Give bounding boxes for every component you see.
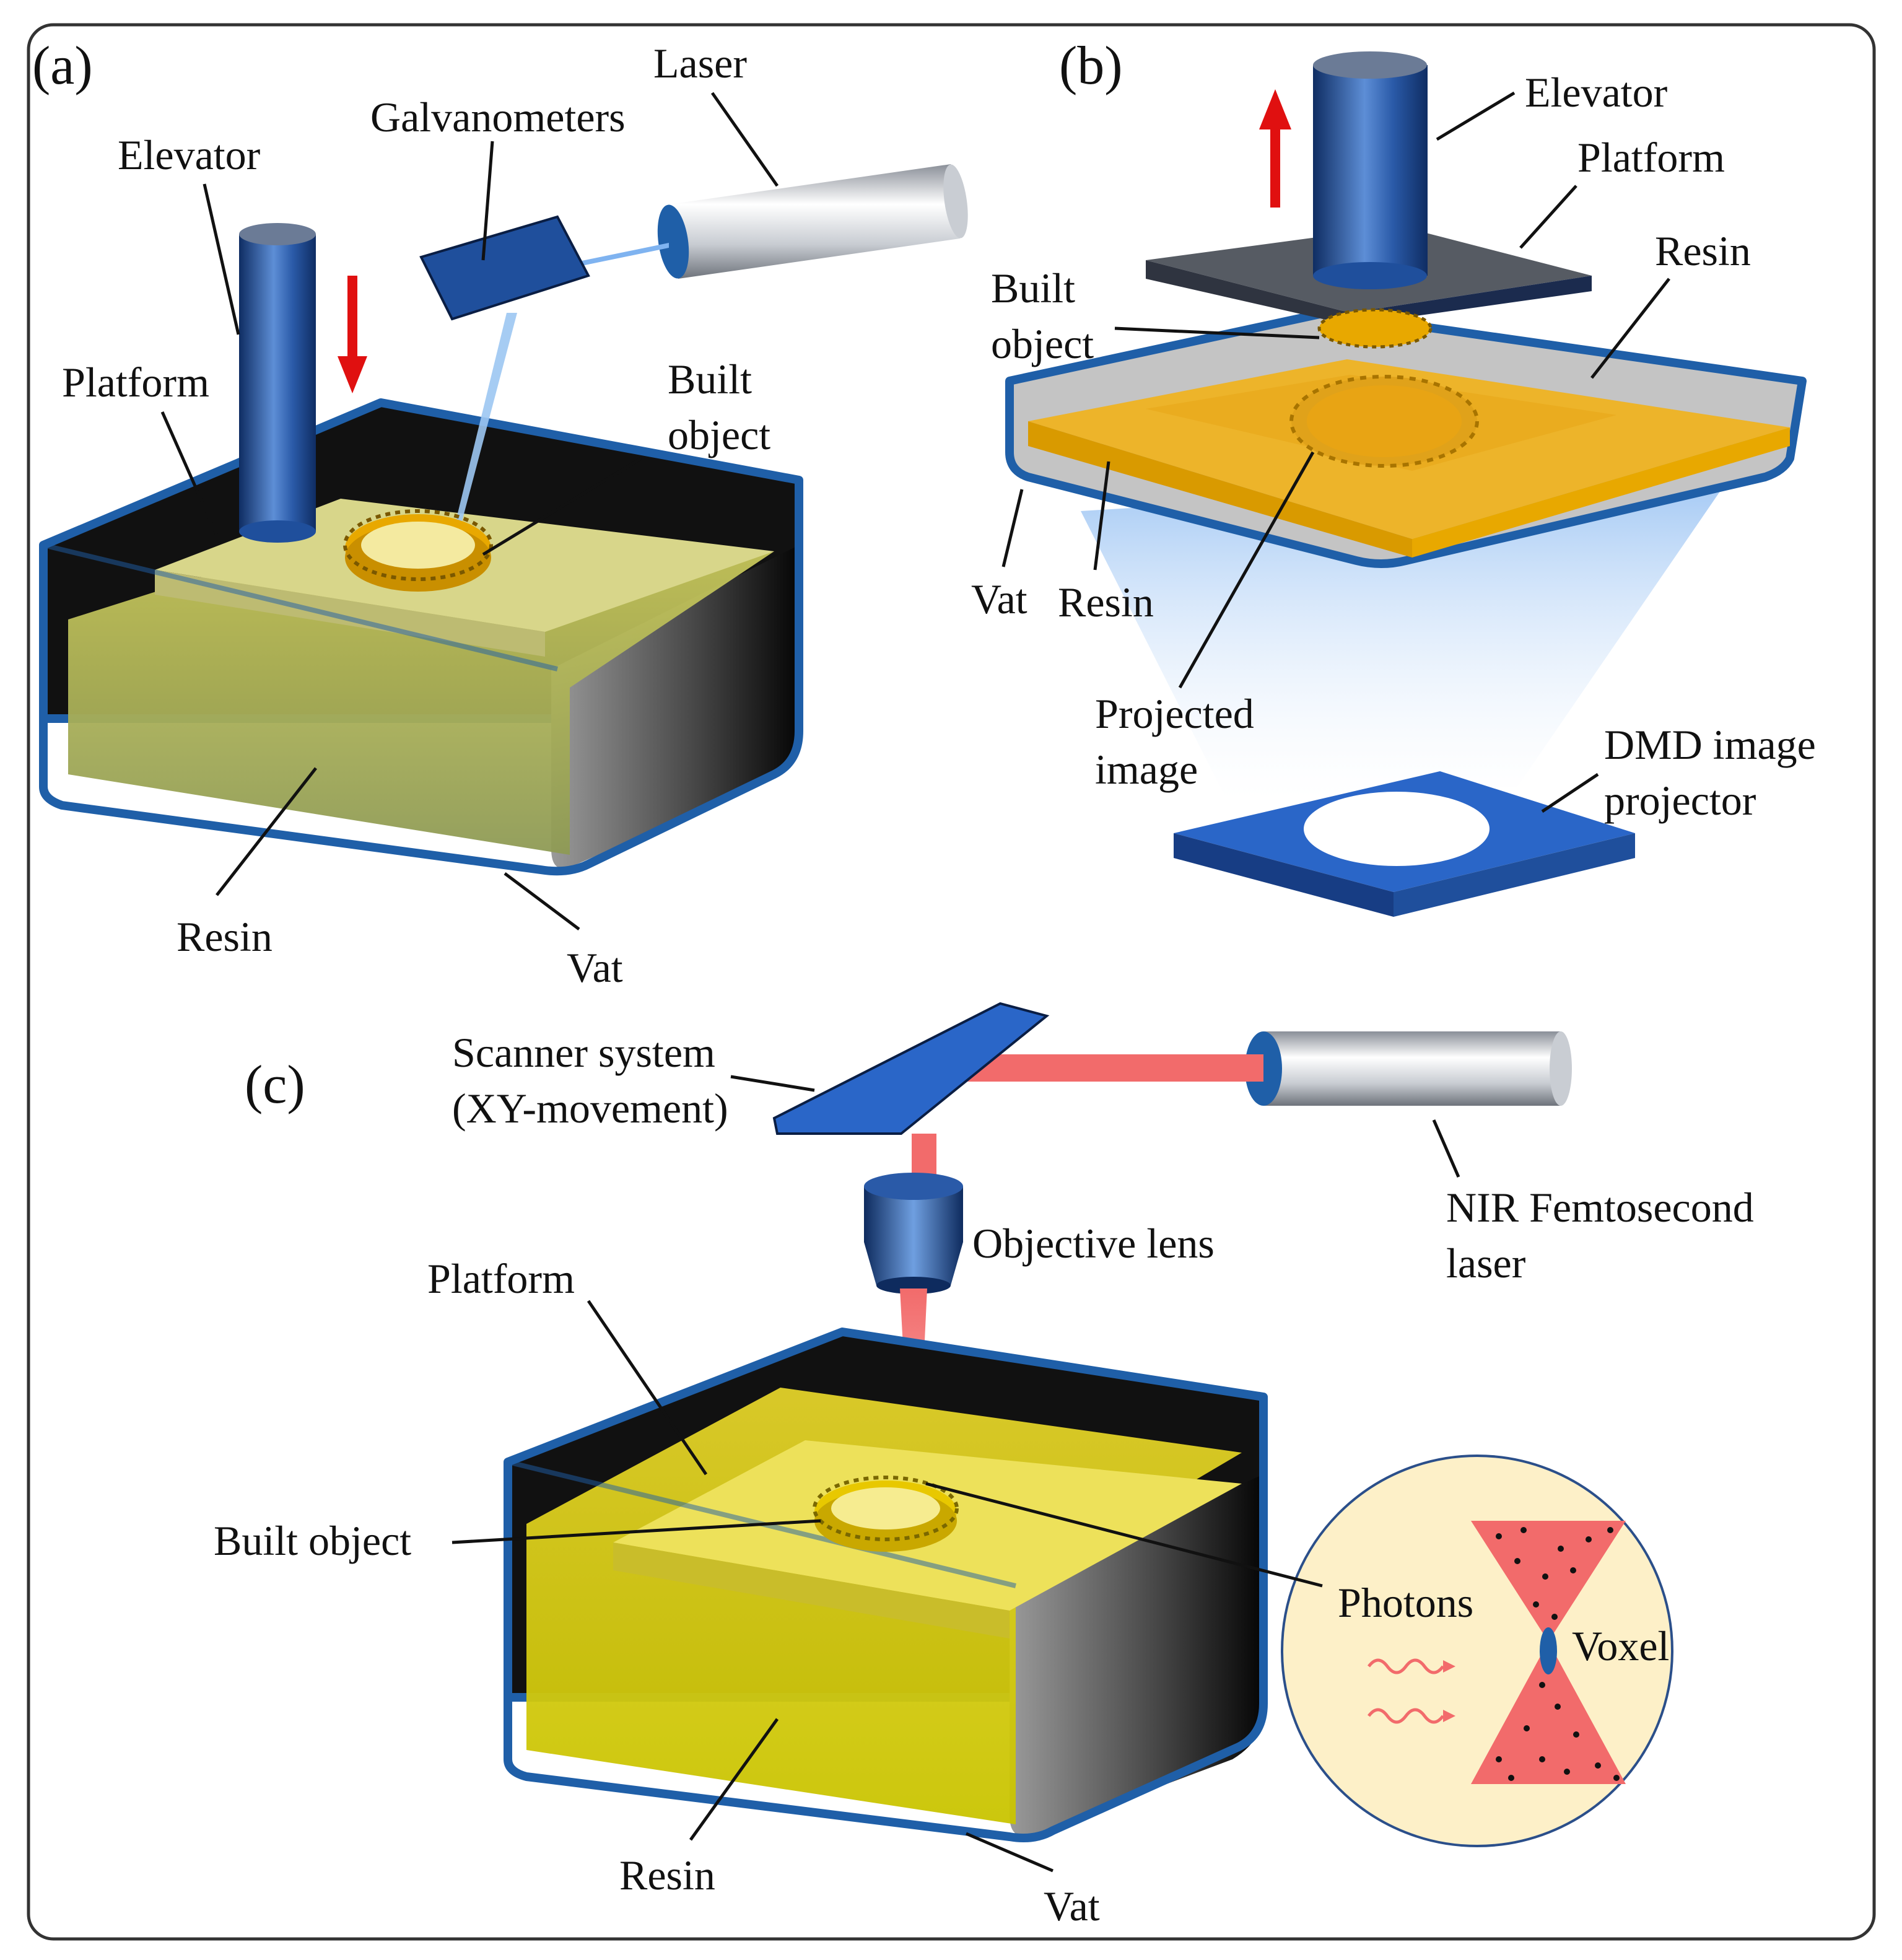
platform-a-edge xyxy=(155,570,545,657)
dmd-projector-b xyxy=(1174,771,1635,917)
arrow-built-c xyxy=(452,1519,821,1544)
arrow-resin-b-bottom xyxy=(1093,461,1110,571)
arrow-projected xyxy=(1178,451,1315,689)
elevator-b xyxy=(1313,51,1428,289)
label-objective: Objective lens xyxy=(972,1220,1215,1267)
label-vat-b: Vat xyxy=(971,575,1027,623)
laser-a xyxy=(657,164,968,279)
elevator-a xyxy=(239,234,316,532)
vat-a-outline xyxy=(39,480,803,876)
arrow-vat-a xyxy=(504,872,580,930)
label-built-b-2: object xyxy=(991,320,1094,367)
built-object-c xyxy=(813,1476,959,1552)
label-voxel: Voxel xyxy=(1572,1622,1669,1669)
arrow-elevator-b xyxy=(1436,91,1516,141)
nir-laser-c xyxy=(1245,1031,1572,1106)
panel-a: (a) xyxy=(32,36,968,991)
label-elevator-b: Elevator xyxy=(1525,69,1668,116)
arrow-voxel-link xyxy=(925,1482,1323,1588)
arrow-galvanometers-a xyxy=(481,141,494,261)
resin-a-body xyxy=(68,539,774,855)
galvanometer-a xyxy=(419,215,590,321)
label-nir-1: NIR Femtosecond xyxy=(1446,1184,1754,1231)
voxel-inset: Photons Voxel xyxy=(1281,1455,1673,1847)
beam-a-horizontal xyxy=(570,243,669,268)
photon-wave-2 xyxy=(1368,1708,1455,1724)
objective-lens-c xyxy=(864,1173,963,1294)
arrow-resin-c xyxy=(689,1718,779,1841)
panel-b: (b) xyxy=(971,36,1816,917)
label-photons: Photons xyxy=(1338,1579,1473,1626)
label-projected-1: Projected xyxy=(1095,690,1254,737)
arrow-laser-a xyxy=(710,92,779,187)
label-projected-2: image xyxy=(1095,746,1198,793)
arrow-vat-c xyxy=(966,1832,1054,1873)
up-arrow-b xyxy=(1259,89,1291,208)
projection-cone-b xyxy=(1081,471,1734,799)
label-built-c: Built object xyxy=(214,1517,411,1564)
label-scanner-2: (XY-movement) xyxy=(452,1085,728,1132)
arrow-platform-c xyxy=(587,1300,708,1476)
label-vat-a: Vat xyxy=(567,944,623,991)
arrow-scanner xyxy=(730,1075,815,1092)
arrow-resin-a xyxy=(216,767,317,896)
panel-c: (c) xyxy=(214,1002,1754,1930)
platform-c-edge xyxy=(613,1542,1010,1638)
label-resin-b-bottom: Resin xyxy=(1058,579,1154,626)
photon-wave-1 xyxy=(1368,1658,1455,1674)
label-vat-c: Vat xyxy=(1044,1883,1100,1930)
arrow-built-a xyxy=(482,457,642,556)
label-platform-a: Platform xyxy=(62,359,209,406)
elevator-a-top xyxy=(239,223,316,245)
photon-dots xyxy=(1496,1527,1620,1781)
built-object-b xyxy=(1317,308,1433,349)
arrow-platform-b xyxy=(1519,185,1577,249)
vat-a-front-edge xyxy=(43,543,558,672)
scanner-mirror-c xyxy=(772,1002,1050,1135)
arrow-platform-a xyxy=(160,411,222,543)
label-platform-c: Platform xyxy=(427,1255,575,1302)
arrow-built-b xyxy=(1114,326,1320,339)
elevator-a-bottom xyxy=(239,520,316,543)
panel-a-tag: (a) xyxy=(32,36,93,96)
label-galvanometers-a: Galvanometers xyxy=(370,94,626,141)
label-resin-b-top: Resin xyxy=(1655,227,1751,274)
panel-c-tag: (c) xyxy=(245,1055,305,1115)
label-dmd-2: projector xyxy=(1604,777,1756,824)
beam-a-vertical xyxy=(455,313,517,523)
label-nir-2: laser xyxy=(1446,1240,1526,1287)
label-resin-c: Resin xyxy=(619,1852,715,1899)
label-dmd-1: DMD image xyxy=(1604,721,1816,768)
projected-image-b xyxy=(1289,375,1479,468)
label-built-a-2: object xyxy=(668,411,770,458)
arrow-elevator-a xyxy=(203,183,240,335)
down-arrow-a xyxy=(338,276,367,393)
built-object-a xyxy=(343,509,493,592)
voxel-spot xyxy=(1540,1627,1557,1674)
arrow-nir xyxy=(1432,1119,1460,1178)
arrow-resin-b-top xyxy=(1590,278,1670,379)
beam-c-horizontal xyxy=(966,1054,1263,1082)
label-platform-b: Platform xyxy=(1577,134,1725,181)
label-resin-a: Resin xyxy=(177,913,273,960)
arrow-vat-b xyxy=(1001,489,1024,567)
label-built-a-1: Built xyxy=(668,356,752,403)
label-built-b-1: Built xyxy=(991,265,1075,312)
arrow-dmd xyxy=(1541,772,1599,813)
panel-b-tag: (b) xyxy=(1059,36,1123,96)
vat-c-outline xyxy=(504,1397,1268,1842)
label-scanner-1: Scanner system xyxy=(452,1029,715,1076)
label-elevator-a: Elevator xyxy=(118,131,261,178)
label-laser-a: Laser xyxy=(653,40,747,87)
